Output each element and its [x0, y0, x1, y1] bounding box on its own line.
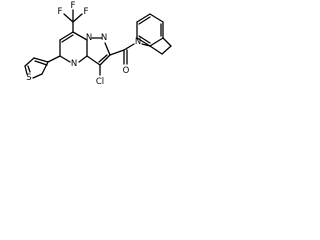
chemical-structure-diagram: F F F N N N S Cl O N: [24, 1, 172, 87]
bond-thq-10: [162, 37, 172, 47]
bond-carbonyl-n: [123, 43, 135, 51]
bond-network: [24, 9, 172, 79]
bond-thq-5: [149, 37, 164, 47]
atom-labels: F F F N N N S Cl O N: [26, 1, 141, 87]
bond-thiophene-5: [41, 61, 49, 75]
pyrazole-nitrogen-label-1: N: [86, 33, 92, 43]
bond-thq-3: [149, 13, 164, 23]
bond-thiophene-1-double: [34, 60, 48, 66]
bond-thiophene-1: [33, 57, 49, 63]
bond-thq-7: [141, 43, 151, 47]
bond-pyrimidine-6: [72, 31, 88, 41]
bond-thq-2-double: [138, 16, 151, 25]
bond-carbonyl-c: [109, 49, 125, 56]
bond-thiophene-3: [24, 65, 28, 75]
bond-cf3-f-left: [63, 13, 74, 23]
bond-thq-9: [161, 45, 172, 55]
bond-thiophene-2: [24, 57, 35, 67]
chlorine-label: Cl: [96, 77, 104, 87]
bond-pyrazole-4: [86, 55, 101, 66]
bond-pyrazole-3-double: [98, 54, 108, 63]
fluorine-label-left: F: [58, 7, 63, 17]
bond-pyrimidine-3: [59, 55, 71, 63]
bond-thq-6-double: [138, 35, 151, 44]
pyrazole-nitrogen-label-2: N: [101, 33, 107, 43]
bond-pyrimidine-4: [78, 55, 88, 63]
bond-thq-6: [136, 37, 151, 47]
pyrimidine-nitrogen-label: N: [71, 59, 77, 69]
bond-pyrazole-3: [99, 54, 111, 66]
bond-thiophene-4: [32, 73, 43, 79]
bond-pyrimidine-1: [59, 31, 74, 41]
bond-thq-8: [149, 45, 163, 55]
quinoline-nitrogen-label: N: [135, 37, 141, 47]
thiophene-sulfur-label: S: [26, 73, 31, 83]
bond-thiophene-3-double: [27, 65, 31, 73]
bond-cf3-f-right: [72, 13, 83, 23]
bond-pyrazole-2: [104, 42, 111, 56]
fluorine-label-top: F: [71, 1, 76, 11]
carbonyl-oxygen-label: O: [123, 66, 130, 76]
bond-thq-2: [136, 13, 151, 23]
bond-pyrimidine-1-double: [61, 34, 74, 43]
bond-thiophene-link: [47, 55, 61, 63]
fluorine-label-right: F: [84, 7, 89, 17]
